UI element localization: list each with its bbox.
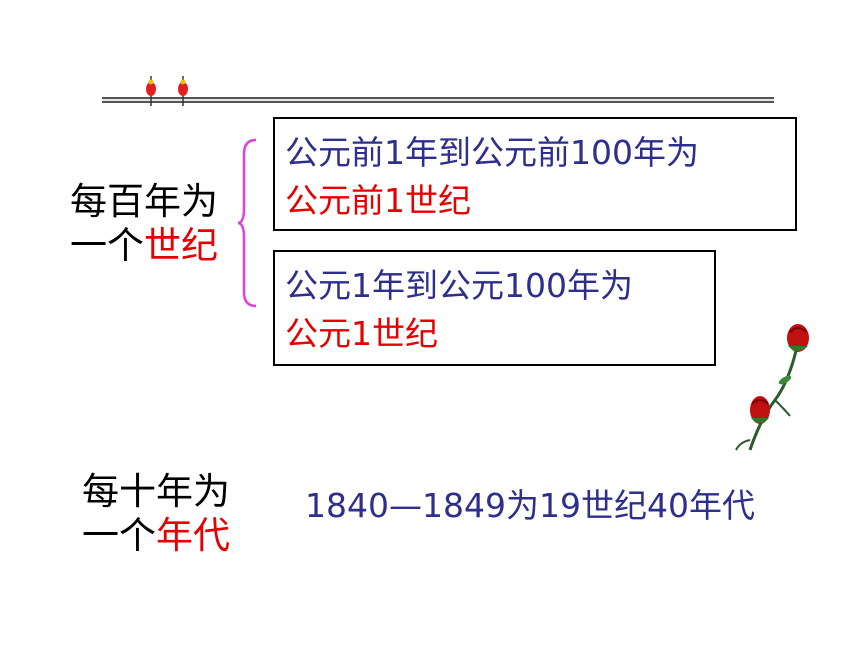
pin-icon	[146, 76, 156, 106]
ad-century-box: 公元1年到公元100年为 公元1世纪	[273, 250, 716, 366]
bc-century-definition: 公元前1年到公元前100年为	[285, 133, 699, 172]
rose-icon	[735, 324, 809, 451]
ad-century-definition: 公元1年到公元100年为	[285, 266, 633, 305]
bc-century-term: 公元前1世纪	[285, 181, 471, 220]
pin-icon	[178, 76, 188, 106]
decade-example: 1840—1849为19世纪40年代	[305, 486, 755, 525]
century-label-line2: 一个世纪	[70, 224, 218, 267]
curly-brace-icon	[237, 138, 257, 308]
century-term: 世纪	[144, 224, 218, 267]
top-divider-rule	[102, 97, 774, 103]
ad-century-term: 公元1世纪	[285, 314, 438, 353]
bc-century-box: 公元前1年到公元前100年为 公元前1世纪	[273, 117, 797, 231]
decade-label-line1: 每十年为	[82, 470, 230, 513]
decade-label-line2: 一个年代	[82, 514, 230, 557]
decade-term: 年代	[156, 514, 230, 557]
century-label: 每百年为 一个世纪	[70, 180, 218, 268]
decade-label: 每十年为 一个年代	[82, 470, 230, 558]
century-label-line1: 每百年为	[70, 180, 218, 223]
